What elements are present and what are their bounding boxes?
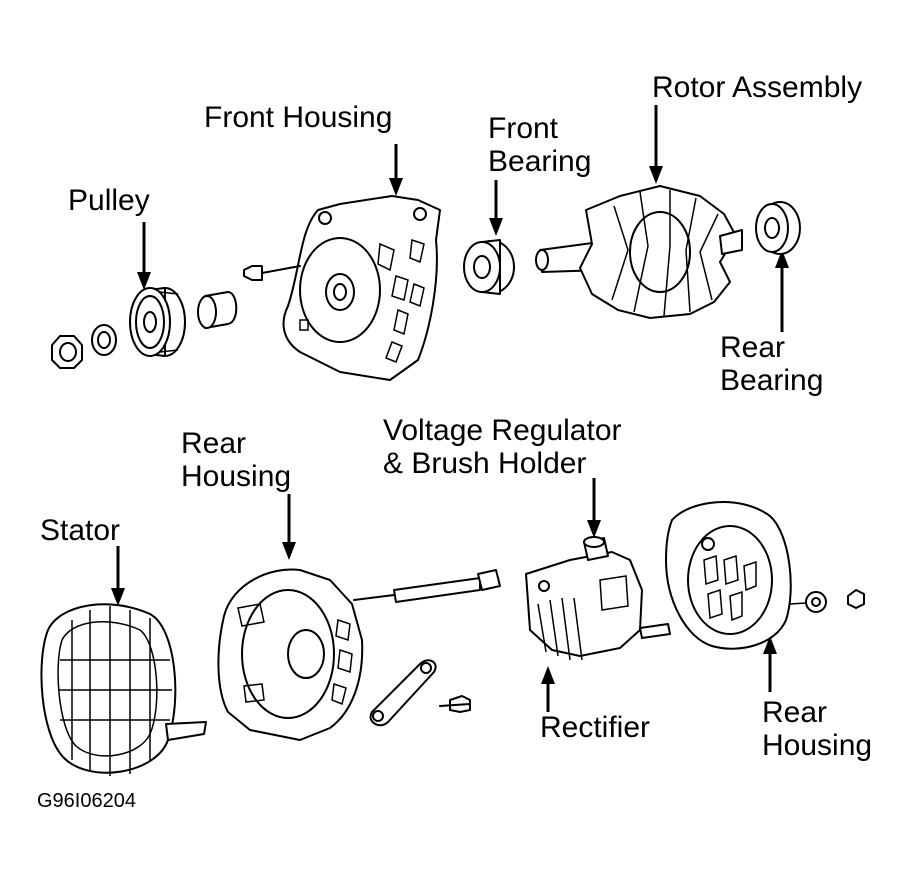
label-voltage-regulator-line2: & Brush Holder (383, 447, 587, 480)
label-rotor-assembly: Rotor Assembly (652, 71, 863, 104)
label-rear-housing-right-line1: Rear (762, 696, 828, 729)
rear-housing-left (217, 568, 364, 741)
pulley (129, 287, 186, 357)
pulley-nut (51, 335, 83, 369)
rear-cover (665, 501, 792, 650)
through-bolt (353, 569, 501, 603)
label-front-bearing-line2: Bearing (488, 145, 592, 178)
label-rear-bearing-line1: Rear (720, 331, 786, 364)
label-rear-housing-left-line2: Housing (181, 460, 292, 493)
label-front-bearing-line1: Front (488, 112, 559, 145)
front-bearing (463, 239, 515, 295)
label-stator: Stator (40, 514, 121, 547)
front-housing (282, 195, 441, 381)
rotor-assembly (535, 185, 743, 319)
pulley-spacer (197, 291, 238, 329)
stator (40, 603, 207, 776)
bracket-bolt (439, 695, 471, 713)
cover-nut (789, 589, 865, 613)
label-rectifier: Rectifier (540, 711, 651, 744)
label-arrows (111, 105, 789, 712)
figure-code: G96I06204 (37, 790, 136, 812)
voltage-regulator-rectifier (525, 536, 671, 661)
mounting-bracket (369, 659, 437, 727)
label-rear-housing-right-line2: Housing (762, 729, 873, 762)
label-pulley: Pulley (68, 184, 150, 217)
front-housing-bolt (243, 265, 301, 281)
rear-bearing (755, 201, 801, 255)
label-rear-housing-left-line1: Rear (181, 427, 247, 460)
lock-washer (91, 324, 117, 356)
label-voltage-regulator-line1: Voltage Regulator (383, 414, 622, 447)
label-rear-bearing-line2: Bearing (720, 364, 824, 397)
label-front-housing: Front Housing (204, 101, 393, 134)
